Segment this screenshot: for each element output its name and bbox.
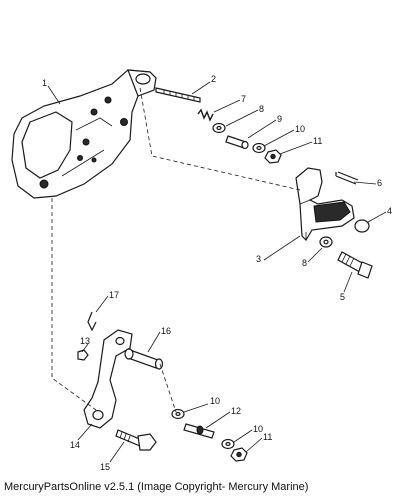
part-12-stud[interactable] xyxy=(183,423,215,439)
part-11-nut-lower[interactable] xyxy=(230,447,248,462)
callout-3: 3 xyxy=(256,254,261,264)
callout-10-upper: 10 xyxy=(295,124,305,134)
copyright-footer: MercuryPartsOnline v2.5.1 (Image Copyrig… xyxy=(4,481,309,493)
part-8-washer-lower[interactable] xyxy=(319,236,333,248)
callout-17: 17 xyxy=(109,290,119,300)
callout-6: 6 xyxy=(377,178,382,188)
callout-9: 9 xyxy=(277,114,282,124)
callout-11-upper: 11 xyxy=(313,136,322,146)
part-10-washer-upper[interactable] xyxy=(252,142,266,154)
callout-7: 7 xyxy=(241,94,246,104)
callout-16: 16 xyxy=(161,326,171,336)
callout-5: 5 xyxy=(340,292,345,302)
callout-labels: 1 2 7 8 9 10 11 6 4 3 8 5 17 16 13 10 12… xyxy=(42,74,392,472)
callout-8-upper: 8 xyxy=(259,104,264,114)
part-10-washer-middle[interactable] xyxy=(171,408,185,420)
callout-4: 4 xyxy=(387,206,392,216)
callout-10-lower: 10 xyxy=(253,424,263,434)
callout-15: 15 xyxy=(100,462,110,472)
part-17-clip[interactable] xyxy=(87,311,97,332)
callout-12: 12 xyxy=(231,406,241,416)
part-10-washer-lower[interactable] xyxy=(221,438,235,450)
part-15-hex-bolt[interactable] xyxy=(115,429,157,451)
part-11-nut-upper[interactable] xyxy=(264,149,282,164)
part-5-bolt[interactable] xyxy=(337,251,373,279)
exploded-parts-diagram: 1 2 7 8 9 10 11 6 4 3 8 5 17 16 13 10 12… xyxy=(11,69,392,472)
part-8-washer-upper[interactable] xyxy=(212,122,226,134)
part-3-lever-bracket[interactable] xyxy=(295,167,355,241)
callout-1: 1 xyxy=(42,78,47,88)
part-2-bolt[interactable] xyxy=(155,87,201,103)
callout-leader-lines xyxy=(47,81,387,463)
callout-2: 2 xyxy=(211,74,216,84)
callout-10-middle: 10 xyxy=(210,396,220,406)
callout-13: 13 xyxy=(80,336,90,346)
part-1-mounting-bracket[interactable] xyxy=(11,69,157,199)
part-16-pivot-bolt[interactable] xyxy=(124,348,164,370)
part-13-nut[interactable] xyxy=(77,349,89,361)
part-4-knob[interactable] xyxy=(354,219,370,233)
assembly-dashed-lines xyxy=(51,87,301,413)
part-7-spring[interactable] xyxy=(197,108,214,122)
callout-14: 14 xyxy=(70,440,80,450)
part-14-link-arm[interactable] xyxy=(83,329,133,429)
part-9-pin[interactable] xyxy=(225,135,249,150)
part-6-cotter-pin[interactable] xyxy=(335,171,359,185)
callout-8-lower: 8 xyxy=(302,258,307,268)
callout-11-lower: 11 xyxy=(263,432,272,442)
